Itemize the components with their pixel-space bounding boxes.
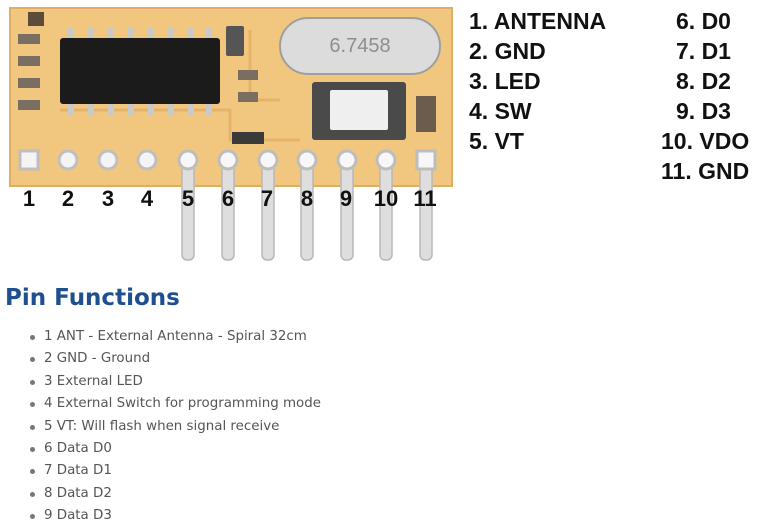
pin-function-list: 1 ANT - External Antenna - Spiral 32cm 2… <box>24 326 321 528</box>
bullet-icon <box>30 491 35 497</box>
bullet-icon <box>30 469 35 475</box>
pin-number-2: 2 <box>61 186 75 211</box>
list-item-text: 4 External Switch for programming mode <box>44 396 321 412</box>
list-item: 5 VT: Will flash when signal receive <box>24 416 321 438</box>
crystal-label: 6.7458 <box>329 35 390 57</box>
pin-number-9: 9 <box>339 186 353 211</box>
legend-item: 7. D1 <box>676 38 731 64</box>
list-item: 9 Data D3 <box>24 505 321 527</box>
pin-legend-left: 1. ANTENNA 2. GND 3. LED 4. SW 5. VT <box>469 6 606 156</box>
list-item: 1 ANT - External Antenna - Spiral 32cm <box>24 326 321 348</box>
list-item-text: 5 VT: Will flash when signal receive <box>44 418 280 434</box>
list-item-text: 9 Data D3 <box>44 508 112 524</box>
bullet-icon <box>30 514 35 520</box>
legend-item: 6. D0 <box>676 8 731 34</box>
legend-item: 8. D2 <box>676 68 731 94</box>
rf-module-photo: 6.7458 <box>9 7 453 261</box>
bullet-icon <box>30 402 35 408</box>
list-item-text: 7 Data D1 <box>44 463 112 479</box>
list-item-text: 8 Data D2 <box>44 485 112 501</box>
pin-number-8: 8 <box>300 186 314 211</box>
list-item: 6 Data D0 <box>24 438 321 460</box>
legend-item: 2. GND <box>469 38 546 64</box>
legend-item: 4. SW <box>469 98 532 124</box>
bullet-icon <box>30 379 35 385</box>
pin-number-10: 10 <box>373 186 399 211</box>
list-item: 8 Data D2 <box>24 483 321 505</box>
legend-item: 11. GND <box>661 158 750 184</box>
legend-item: 1. ANTENNA <box>469 8 607 34</box>
legend-item: 3. LED <box>469 68 541 94</box>
pin-number-4: 4 <box>140 186 154 211</box>
bullet-icon <box>30 335 35 340</box>
bullet-icon <box>30 357 35 363</box>
pin-number-1: 1 <box>22 186 36 211</box>
list-item: 4 External Switch for programming mode <box>24 393 321 415</box>
pin-number-11: 11 <box>413 186 437 211</box>
crystal-oscillator <box>279 17 441 75</box>
bullet-icon <box>30 446 35 452</box>
list-item: 7 Data D1 <box>24 460 321 482</box>
pin-number-5: 5 <box>181 186 195 211</box>
legend-item: 9. D3 <box>676 98 731 124</box>
bullet-icon <box>30 424 35 430</box>
list-item: 3 External LED <box>24 371 321 393</box>
pin-legend-right: 6. D0 7. D1 8. D2 9. D3 10. VDO 11. GND <box>661 6 749 186</box>
section-title: Pin Functions <box>5 285 180 311</box>
legend-item: 5. VT <box>469 128 524 154</box>
pin-number-7: 7 <box>260 186 274 211</box>
list-item-text: 1 ANT - External Antenna - Spiral 32cm <box>44 329 307 344</box>
ic-chip <box>60 38 220 104</box>
pin-number-3: 3 <box>101 186 115 211</box>
list-item: 2 GND - Ground <box>24 348 321 370</box>
pin-number-6: 6 <box>221 186 235 211</box>
list-item-text: 3 External LED <box>44 373 143 389</box>
legend-item: 10. VDO <box>661 128 750 154</box>
list-item-text: 6 Data D0 <box>44 440 112 456</box>
list-item-text: 2 GND - Ground <box>44 351 151 367</box>
